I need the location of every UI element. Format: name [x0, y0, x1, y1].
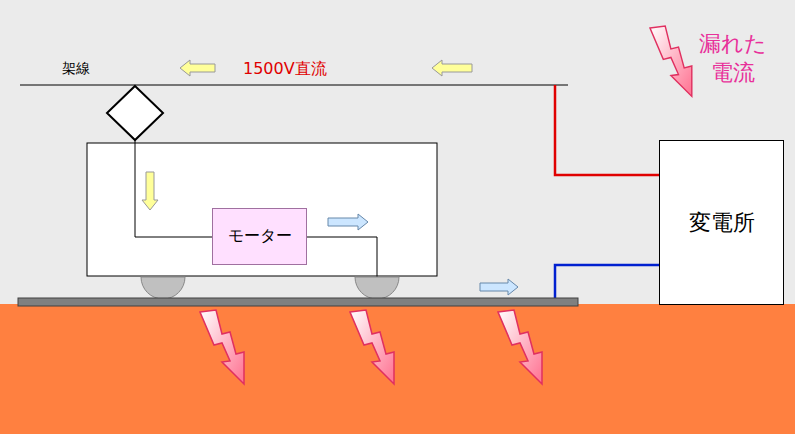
text-label: 1500V直流 [243, 59, 327, 80]
leak-bolt [200, 310, 244, 384]
text-label: 架線 [62, 59, 90, 77]
wheel [141, 277, 185, 299]
rail [18, 298, 578, 306]
return-arrow [328, 214, 368, 230]
train-body [87, 143, 437, 276]
labelled-box: モーター [212, 208, 307, 265]
pantograph [107, 86, 163, 140]
overhead-wire [20, 85, 568, 86]
box-text: 変電所 [689, 208, 755, 238]
wheel [355, 277, 399, 299]
labelled-box: 変電所 [659, 140, 784, 305]
return-feeder [555, 265, 659, 300]
box-text: モーター [228, 226, 292, 247]
leak-bolt [498, 310, 542, 384]
positive-feeder [555, 85, 659, 175]
leak-bolt [350, 310, 394, 384]
current-arrow [432, 60, 472, 76]
ground [0, 304, 795, 434]
train-wire [307, 237, 377, 279]
train-wire [135, 140, 212, 237]
current-arrow [180, 60, 215, 76]
return-arrow [480, 279, 518, 295]
current-arrow [142, 172, 158, 210]
leak-bolt [650, 26, 692, 96]
text-label: 漏れた 電流 [697, 30, 769, 87]
